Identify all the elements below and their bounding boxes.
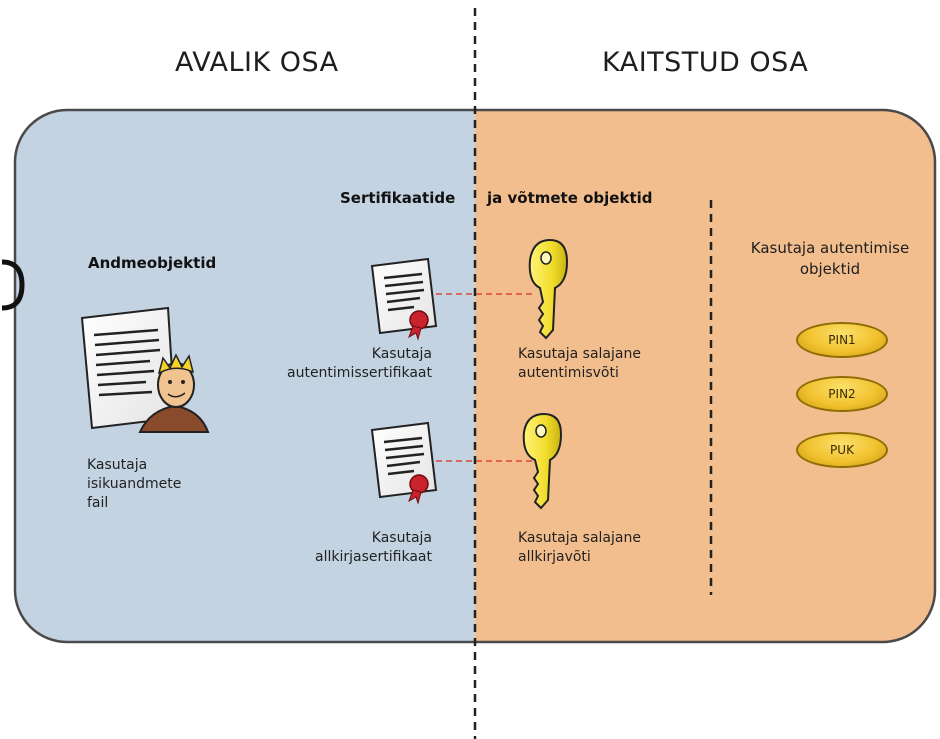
- protected-section-title: KAITSTUD OSA: [602, 47, 809, 78]
- key-icon: [528, 238, 569, 340]
- sign-key-label: Kasutaja salajane allkirjavõti: [518, 530, 641, 565]
- pin1-badge: PIN1: [796, 322, 888, 358]
- public-section-title: AVALIK OSA: [175, 47, 339, 78]
- protected-area: [475, 110, 935, 642]
- certificate-icon: [370, 257, 438, 341]
- auth-certificate-label: Kasutaja autentimissertifikaat: [287, 346, 432, 381]
- objects-header-left: Sertifikaatide: [340, 189, 456, 207]
- sign-certificate-label: Kasutaja allkirjasertifikaat: [315, 530, 432, 565]
- puk-badge: PUK: [796, 432, 888, 468]
- key-icon: [522, 412, 563, 510]
- personal-data-file-label: Kasutaja isikuandmete fail: [87, 457, 182, 511]
- auth-key-label: Kasutaja salajane autentimisvõti: [518, 346, 641, 381]
- data-objects-title: Andmeobjektid: [88, 254, 217, 272]
- container-fill: [15, 110, 935, 642]
- objects-header-right: ja võtmete objektid: [487, 189, 653, 207]
- edge-glyph: [1, 259, 25, 311]
- personal-data-icon: [80, 306, 210, 433]
- certificate-icon: [370, 421, 438, 505]
- auth-objects-title: Kasutaja autentimise objektid: [750, 239, 910, 278]
- pin2-badge: PIN2: [796, 376, 888, 412]
